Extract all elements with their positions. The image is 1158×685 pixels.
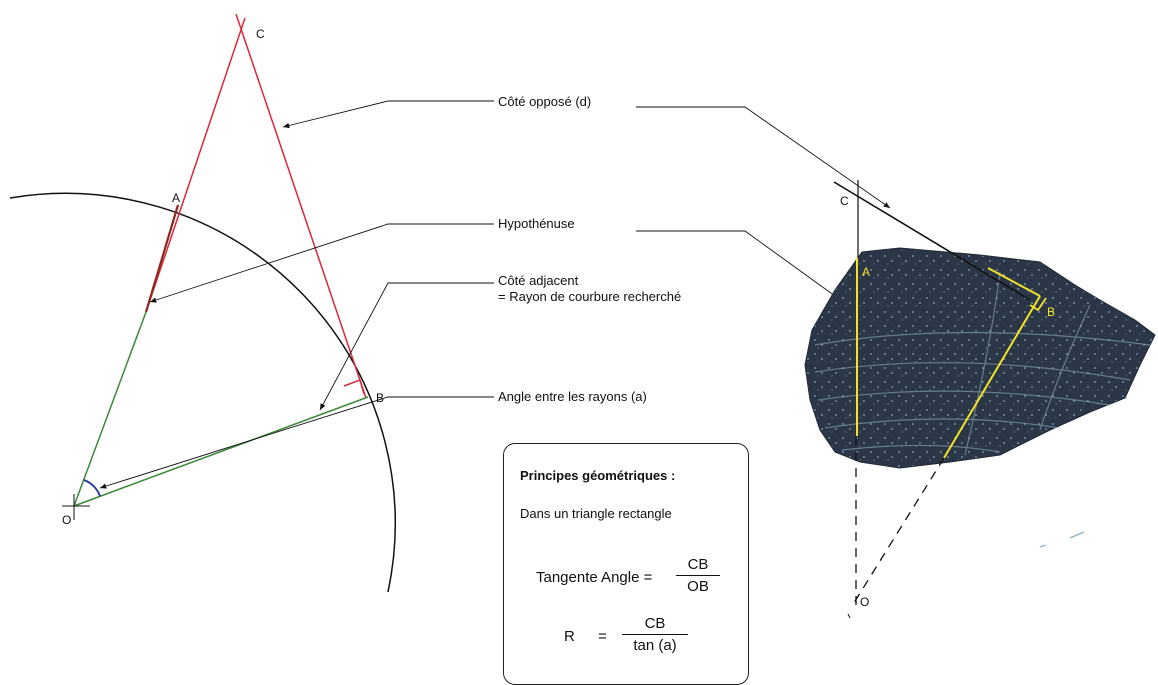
point-C-left: C (256, 27, 265, 41)
angle-arc (83, 479, 101, 497)
point-B-right: B (1047, 305, 1055, 319)
leader-hypotenuse-right (636, 230, 854, 310)
formula1-denominator: OB (687, 578, 709, 595)
line-O-B (73, 396, 369, 507)
hypotenuse-segment (144, 204, 180, 313)
label-opposite: Côté opposé (d) (498, 94, 591, 109)
formula1-fraction: CB OB (676, 556, 720, 595)
formula2-eq: = (598, 628, 607, 645)
label-angle: Angle entre les rayons (a) (498, 389, 647, 404)
line-O-A (73, 311, 147, 507)
point-O-left: O (62, 513, 71, 527)
dashed-radius (851, 457, 945, 607)
yellow-right-angle (1029, 297, 1047, 312)
line-C-A (145, 17, 246, 313)
yellow-top (987, 267, 1041, 297)
tangent-line (833, 181, 1031, 301)
point-C-right: C (840, 194, 849, 208)
line-C-B (235, 13, 367, 399)
circle-arc (9, 192, 396, 593)
leader-hypotenuse (149, 223, 494, 303)
leader-opposite-right (636, 106, 891, 209)
right-angle-marker (343, 379, 365, 395)
formula2-numerator: CB (644, 615, 666, 632)
principles-title: Principes géométriques : (520, 468, 676, 483)
formula2-left: R (564, 628, 575, 645)
formula2-fraction: CB tan (a) (622, 615, 688, 654)
yellow-radius (943, 295, 1041, 459)
label-hypotenuse: Hypothénuse (498, 216, 575, 231)
sherd-rings (814, 271, 1151, 456)
point-O-right: O (860, 595, 869, 609)
leader-adjacent (319, 282, 494, 411)
formula1-left: Tangente Angle = (536, 569, 653, 586)
principles-subtitle: Dans un triangle rectangle (520, 506, 672, 521)
label-adjacent-2: = Rayon de courbure recherché (498, 289, 681, 304)
point-B-left: B (376, 391, 384, 405)
principles-box: Principes géométriques : Dans un triangl… (503, 443, 749, 685)
point-A-left: A (172, 191, 180, 205)
sherd-image (804, 247, 1156, 469)
label-adjacent-1: Côté adjacent (498, 273, 579, 288)
leader-angle (99, 396, 494, 489)
point-A-right: A (862, 265, 870, 279)
formula2-denominator: tan (a) (633, 637, 677, 654)
leader-opposite (282, 100, 494, 129)
formula1-numerator: CB (687, 556, 709, 573)
